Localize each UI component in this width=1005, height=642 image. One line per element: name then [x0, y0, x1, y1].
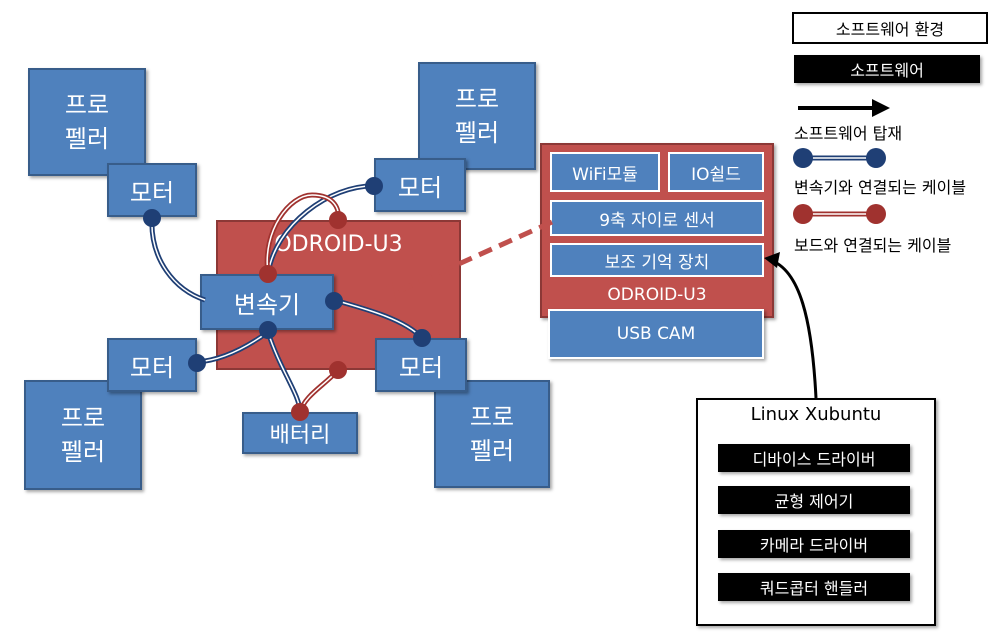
motor-bottom-left: 모터 — [107, 338, 197, 392]
motor-label: 모터 — [129, 178, 175, 207]
legend-software-box: 소프트웨어 — [794, 55, 980, 83]
transmission-box: 변속기 — [200, 274, 334, 330]
linux-to-storage-arrow — [764, 252, 818, 399]
legend-esc-cable-label: 변속기와 연결되는 케이블 — [794, 178, 967, 197]
linux-item-balance-controller: 균형 제어기 — [718, 486, 910, 514]
storage-device: 보조 기억 장치 — [550, 243, 764, 277]
motor-label: 모터 — [398, 353, 444, 382]
imu-sensor-label: 9축 자이로 센서 — [599, 210, 715, 231]
usb-cam: USB CAM — [548, 309, 764, 359]
legend-software-label: 소프트웨어 — [850, 61, 924, 80]
propeller-top-left: 프로 펠러 — [28, 68, 146, 176]
imu-sensor: 9축 자이로 센서 — [550, 200, 764, 236]
blue-connector-dots — [143, 177, 431, 372]
transmission-label: 변속기 — [233, 290, 301, 319]
propeller-bottom-left: 프로 펠러 — [24, 380, 142, 490]
propeller-label-line1: 프로 — [64, 91, 110, 119]
io-shield: IO쉴드 — [668, 152, 764, 192]
propeller-label-line1: 프로 — [60, 404, 106, 432]
io-shield-label: IO쉴드 — [691, 164, 741, 185]
propeller-top-right: 프로 펠러 — [418, 62, 536, 170]
usb-cam-label: USB CAM — [616, 324, 696, 344]
linux-item-label: 균형 제어기 — [774, 492, 854, 511]
motor-bottom-right: 모터 — [375, 338, 467, 392]
legend-software-loaded-label: 소프트웨어 탑재 — [794, 124, 903, 143]
legend-samples — [793, 99, 890, 224]
propeller-label-line1: 프로 — [454, 85, 500, 113]
motor-label: 모터 — [129, 353, 175, 382]
propeller-label-line2: 펠러 — [60, 438, 106, 466]
linux-item-quadcopter-handler: 쿼드콥터 핸들러 — [718, 573, 910, 601]
motor-label: 모터 — [397, 173, 443, 202]
linux-item-device-driver: 디바이스 드라이버 — [718, 444, 910, 472]
propeller-label-line2: 펠러 — [469, 437, 515, 465]
odroid-board-label: ODROID-U3 — [274, 232, 403, 257]
red-connector-dots — [259, 211, 347, 421]
propeller-label-line2: 펠러 — [64, 125, 110, 153]
linux-xubuntu-title: Linux Xubuntu — [750, 404, 882, 425]
motor-top-left: 모터 — [107, 163, 197, 217]
linux-item-label: 디바이스 드라이버 — [752, 450, 876, 469]
storage-device-label: 보조 기억 장치 — [604, 252, 710, 273]
wifi-module-label: WiFi모듈 — [572, 164, 638, 185]
battery-label: 배터리 — [269, 423, 331, 448]
module-to-board-arrow — [372, 219, 554, 302]
linux-item-label: 카메라 드라이버 — [759, 536, 869, 555]
propeller-bottom-right: 프로 펠러 — [434, 380, 550, 488]
odroid-module-label: ODROID-U3 — [607, 285, 707, 305]
propeller-label-line1: 프로 — [469, 403, 515, 431]
linux-item-label: 쿼드콥터 핸들러 — [759, 579, 869, 598]
linux-item-camera-driver: 카메라 드라이버 — [718, 530, 910, 558]
legend-software-env-box: 소프트웨어 환경 — [792, 12, 988, 44]
propeller-label-line2: 펠러 — [454, 119, 500, 147]
wifi-module: WiFi모듈 — [550, 152, 660, 192]
legend-software-env-label: 소프트웨어 환경 — [835, 20, 945, 39]
legend-board-cable-label: 보드와 연결되는 케이블 — [794, 236, 952, 255]
